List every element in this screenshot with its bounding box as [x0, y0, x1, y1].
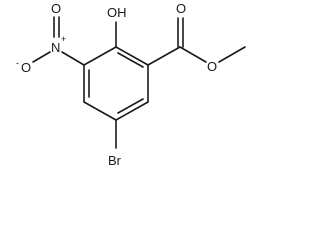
benzene-ring [83, 46, 149, 121]
ring-double-bond-inner-1 [117, 52, 144, 68]
ester-o-label: O [207, 59, 217, 74]
nitro-n-label: N [51, 40, 60, 55]
bond-c2-carbonyl-c [147, 46, 181, 66]
hydroxyl-label: OH [107, 5, 127, 20]
ring-bond-c3-c4 [115, 101, 149, 121]
molecule-structure: OH N + O - O O O Br [16, 1, 246, 168]
nitro-o-single-label: O [21, 60, 31, 75]
carbonyl-o-label: O [176, 1, 186, 16]
ring-bond-c4-c5 [83, 101, 117, 121]
ring-bond-c6-c1 [83, 46, 117, 66]
structure-canvas: OH N + O - O O O Br [16, 1, 246, 168]
nitro-n-charge: + [61, 34, 66, 44]
nitro-o-double-label: O [51, 1, 61, 16]
ring-double-bond-inner-2 [117, 98, 144, 114]
ring-bond-c1-c2 [115, 46, 149, 66]
bromine-label: Br [108, 153, 122, 168]
bond-n-o-single [32, 51, 51, 63]
bond-ester-o-methyl [218, 46, 246, 63]
bond-carbonyl-ester-o [179, 46, 207, 63]
nitro-o-charge: - [16, 58, 19, 68]
bond-c6-n [61, 51, 85, 66]
